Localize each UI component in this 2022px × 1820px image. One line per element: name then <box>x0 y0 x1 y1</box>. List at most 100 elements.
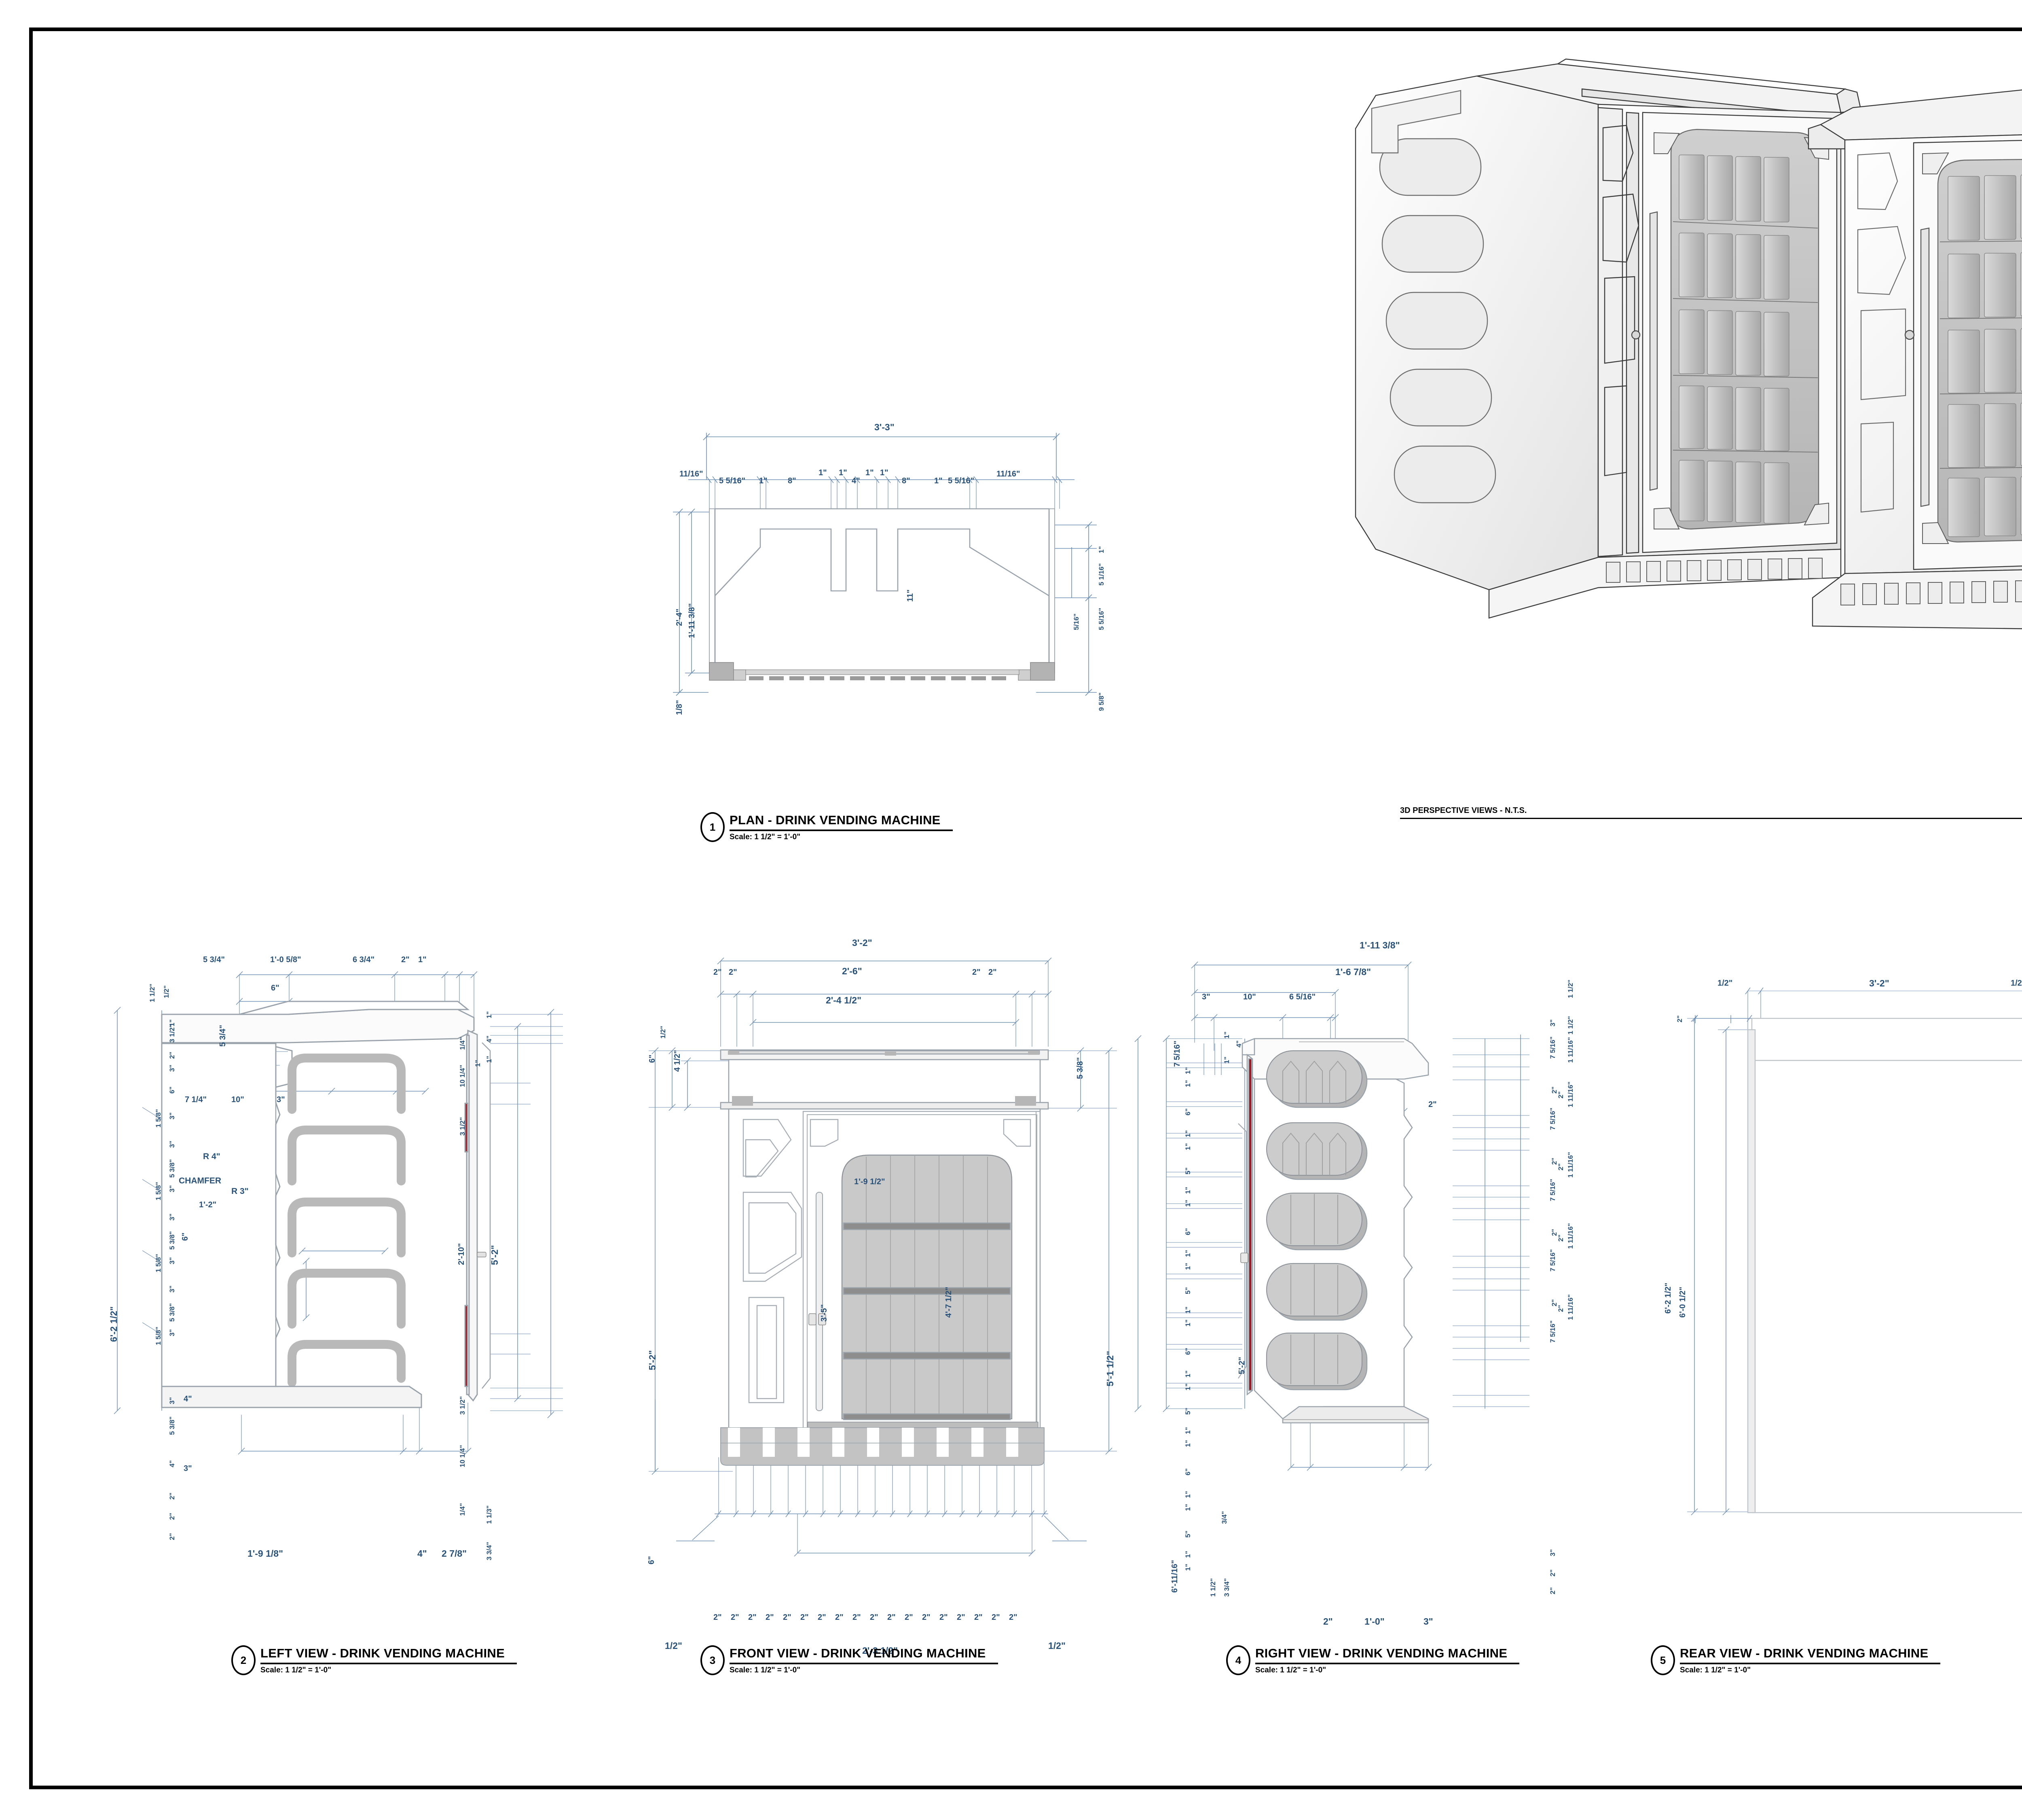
rightview-right-19: 2" <box>1557 1305 1565 1312</box>
plan-dim-f: 1" <box>839 468 847 477</box>
drawing-canvas: 3D PERSPECTIVE VIEWS - N.T.S. <box>29 28 2022 1789</box>
rightview-left-outer-5: 3/4" <box>1220 1511 1228 1524</box>
frontview-bottom-10: 2" <box>870 1613 878 1622</box>
rightview-inner-top-3: 1" <box>1223 1056 1231 1064</box>
leftview-left-6: 3" <box>168 1064 176 1072</box>
rightview-left-24: 5" <box>1184 1530 1192 1538</box>
leftview-right-14: 3 3/4" <box>485 1542 493 1560</box>
leftview-left-1: 1 1/2" <box>148 984 156 1002</box>
plan-dim-e: 1" <box>819 468 827 477</box>
plan-dim-right-4: 9 5/8" <box>1098 692 1105 711</box>
leftview-left-17: 3" <box>168 1257 176 1264</box>
rightview-left-25: 1" <box>1184 1551 1192 1558</box>
frontview-bottom-2: 2" <box>731 1613 739 1622</box>
rightview-left-3: 6" <box>1184 1108 1192 1115</box>
rightview-left-16: 1" <box>1184 1370 1192 1378</box>
leftview-note-r4: R 4" <box>203 1152 220 1161</box>
plan-view-name: PLAN - DRINK VENDING MACHINE <box>730 813 953 831</box>
plan-dim-j: 8" <box>902 476 910 485</box>
leftview-right-2: 4" <box>485 1035 493 1043</box>
perspective-views-title: 3D PERSPECTIVE VIEWS - N.T.S. <box>1400 806 2022 819</box>
plan-dim-k: 1" <box>934 476 943 485</box>
frontview-top-5: 2" <box>988 968 997 977</box>
leftview-top-inner-2: 5 3/4" <box>218 1025 227 1047</box>
frontview-int-3: 4'-7 1/2" <box>944 1287 953 1318</box>
rightview-right-23: 2" <box>1549 1569 1557 1577</box>
rightview-top-1: 3" <box>1202 993 1210 1001</box>
rightview-right-5: 7 5/16" <box>1549 1036 1557 1059</box>
rightview-bottom-1: 2" <box>1323 1616 1333 1627</box>
leftview-left-20: 1 5/8" <box>154 1327 162 1345</box>
right-view-scale: Scale: 1 1/2" = 1'-0" <box>1255 1666 1326 1674</box>
leftview-note-chamfer: CHAMFER <box>179 1176 221 1185</box>
leftview-right-4: 1" <box>474 1060 482 1067</box>
leftview-right-10: 3 1/2" <box>459 1396 466 1415</box>
frontview-bottom-4: 2" <box>766 1613 774 1622</box>
plan-view <box>648 408 1133 715</box>
frontview-left-1: 6" <box>648 1054 657 1063</box>
perspective-view-right <box>1808 89 2022 629</box>
frontview-int-2: 3'-5" <box>820 1304 829 1322</box>
plan-dim-g: 4" <box>852 476 860 485</box>
plan-dim-m: 11/16" <box>996 470 1020 478</box>
frontview-bottom-16: 2" <box>974 1613 983 1622</box>
plan-dim-d: 8" <box>788 476 796 485</box>
leftview-top-5: 1" <box>418 955 427 964</box>
leftview-int-10: 10" <box>231 1095 244 1104</box>
rightview-left-17: 1" <box>1184 1383 1192 1390</box>
leftview-top-inner-1: 6" <box>271 984 279 993</box>
rightview-inner-top-2: 4" <box>1235 1040 1243 1048</box>
rearview-height-2: 6'-0 1/2" <box>1678 1287 1687 1318</box>
leftview-right-12: 1/4" <box>459 1503 466 1516</box>
rightview-right-15: 2" <box>1557 1234 1565 1242</box>
leftview-left-13: 3" <box>168 1185 176 1192</box>
leftview-left-4: 3 1/2" <box>168 1024 176 1043</box>
rightview-left-18: 5" <box>1184 1407 1192 1415</box>
frontview-bottom-1: 2" <box>713 1613 722 1622</box>
leftview-int-1-2: 1'-2" <box>199 1200 217 1209</box>
rightview-bottom-3: 3" <box>1423 1616 1433 1627</box>
rightview-interior-1: 2" <box>1428 1100 1437 1109</box>
rightview-left-9: 6" <box>1184 1228 1192 1235</box>
rightview-left-19: 1" <box>1184 1427 1192 1434</box>
leftview-right-5: 1/4" <box>459 1037 466 1050</box>
plan-overall-width: 3'-3" <box>874 422 895 432</box>
left-view-name: LEFT VIEW - DRINK VENDING MACHINE <box>260 1646 517 1664</box>
frontview-bottom-12: 2" <box>905 1613 913 1622</box>
frontview-bottom-3: 2" <box>748 1613 757 1622</box>
leftview-int-3: 3" <box>277 1095 285 1104</box>
leftview-left-9: 3" <box>168 1112 176 1120</box>
leftview-left-7: 6" <box>168 1086 176 1094</box>
leftview-left-15: 5 3/8" <box>168 1231 176 1250</box>
frontview-top-4: 2" <box>972 968 981 977</box>
leftview-left-21: 3" <box>168 1329 176 1336</box>
plan-dim-right-1: 1" <box>1098 546 1105 553</box>
rightview-right-8: 1 11/16" <box>1567 1081 1574 1107</box>
plan-dim-i: 1" <box>880 468 888 477</box>
rightview-right-16: 1 11/16" <box>1567 1223 1574 1249</box>
frontview-bottom-9: 2" <box>852 1613 861 1622</box>
frontview-bottom-15: 2" <box>957 1613 965 1622</box>
leftview-overall-height: 6'-2 1/2" <box>108 1306 119 1342</box>
frontview-top-2: 2" <box>729 968 737 977</box>
leftview-top-4: 2" <box>401 955 410 964</box>
rightview-left-10: 1" <box>1184 1250 1192 1257</box>
leftview-right-11: 10 1/4" <box>459 1445 466 1467</box>
frontview-bottom-13: 2" <box>922 1613 931 1622</box>
leftview-left-16: 1 5/8" <box>154 1254 162 1272</box>
rearview-height-1: 6'-2 1/2" <box>1664 1282 1673 1314</box>
rightview-left-8: 1" <box>1184 1200 1192 1207</box>
leftview-int-6: 6" <box>181 1232 190 1241</box>
frontview-bottom-18: 2" <box>1009 1613 1017 1622</box>
rightview-left-5: 1" <box>1184 1143 1192 1150</box>
left-view-scale: Scale: 1 1/2" = 1'-0" <box>260 1666 332 1674</box>
rightview-right-13: 7 5/16" <box>1549 1179 1557 1201</box>
rightview-right-3: 3" <box>1549 1019 1557 1026</box>
left-view-number: 2 <box>231 1645 256 1675</box>
leftview-right-3: 1" <box>485 1056 493 1063</box>
rightview-left-4: 1" <box>1184 1130 1192 1137</box>
rightview-left-7: 1" <box>1184 1187 1192 1194</box>
frontview-left-3: 4 1/2" <box>673 1050 682 1072</box>
rightview-left-outer-3: 1 1/2" <box>1209 1578 1217 1597</box>
rightview-bottom-2: 1'-0" <box>1364 1616 1385 1627</box>
